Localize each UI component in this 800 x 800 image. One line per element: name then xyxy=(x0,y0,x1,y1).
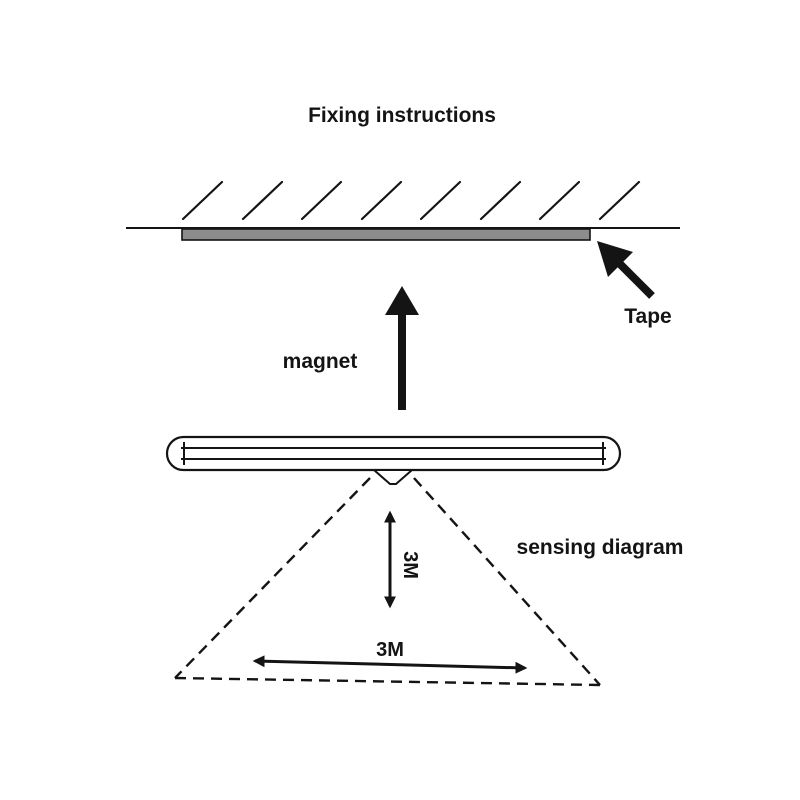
magnet-label: magnet xyxy=(283,350,358,373)
height-dimension-label: 3M xyxy=(399,551,421,579)
width-dimension-label: 3M xyxy=(376,639,404,661)
light-bar xyxy=(165,435,622,472)
magnet-arrow xyxy=(385,286,419,410)
sensing-cone xyxy=(174,477,601,687)
page-title: Fixing instructions xyxy=(308,104,496,127)
ceiling-hatching xyxy=(181,180,641,221)
width-dimension-arrow xyxy=(252,655,528,674)
sensing-diagram-label: sensing diagram xyxy=(517,536,684,559)
motion-sensor xyxy=(371,469,415,485)
tape-label: Tape xyxy=(624,305,671,328)
tape-strip xyxy=(181,228,591,241)
tape-arrow xyxy=(597,241,655,299)
